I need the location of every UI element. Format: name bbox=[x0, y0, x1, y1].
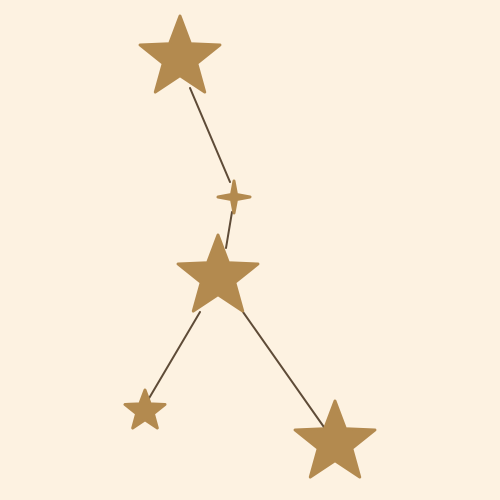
star-bottom-right-icon bbox=[293, 399, 377, 479]
star-bottom-left-icon bbox=[123, 388, 167, 430]
constellation-stars bbox=[123, 14, 377, 479]
connection-line-small-sparkle-to-middle bbox=[225, 211, 233, 249]
star-middle-icon bbox=[176, 233, 260, 313]
star-top-icon bbox=[138, 14, 222, 94]
connection-line-middle-to-bottom-left bbox=[147, 311, 201, 401]
connection-line-top-to-small-sparkle bbox=[189, 87, 231, 183]
connection-line-middle-to-bottom-right bbox=[242, 311, 327, 431]
constellation-lines bbox=[147, 87, 327, 431]
sparkle-small-sparkle-icon bbox=[216, 179, 252, 215]
